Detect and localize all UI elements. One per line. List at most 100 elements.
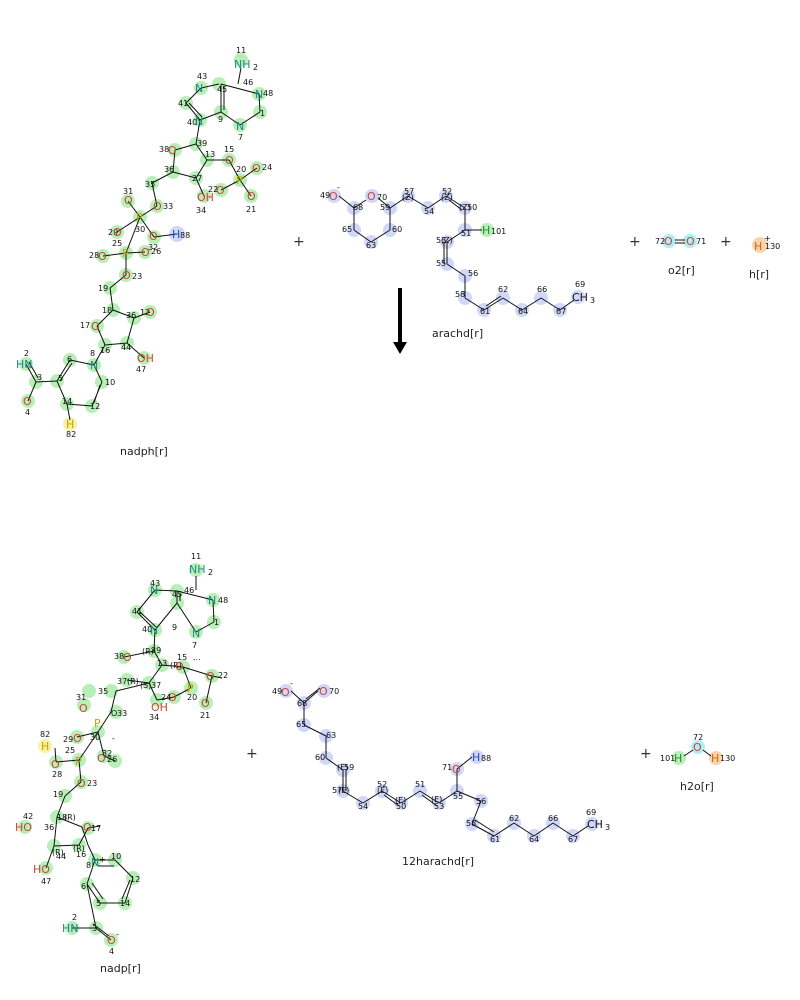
svg-text:OH: OH [151, 701, 168, 714]
svg-text:101: 101 [660, 754, 675, 763]
svg-text:67: 67 [556, 307, 566, 316]
svg-text:35: 35 [98, 687, 108, 696]
plus-sign: + [293, 234, 305, 250]
svg-text:OH: OH [197, 191, 214, 204]
svg-text:N: N [208, 594, 216, 607]
svg-text:NH: NH [234, 58, 251, 71]
svg-text:56: 56 [468, 269, 478, 278]
svg-text:31: 31 [76, 693, 86, 702]
svg-text:...: ... [193, 653, 201, 662]
svg-text:45: 45 [172, 590, 182, 599]
svg-text:56: 56 [476, 797, 486, 806]
svg-text:N: N [195, 82, 203, 95]
svg-text:70: 70 [377, 193, 387, 202]
svg-text:(R): (R) [142, 647, 154, 656]
svg-text:(E): (E) [431, 795, 442, 804]
svg-text:-: - [112, 734, 115, 743]
arachd-label: arachd[r] [432, 327, 483, 340]
svg-text:O: O [693, 741, 702, 754]
svg-text:2: 2 [24, 349, 29, 358]
svg-text:68: 68 [297, 699, 307, 708]
svg-text:O: O [367, 190, 376, 203]
svg-text:H: H [41, 740, 49, 753]
12harachd-structure: 49 O- 68 O 70 65 63 60 (E) 59 57 (E) 54 … [272, 679, 610, 844]
svg-text:O: O [23, 395, 32, 408]
svg-text:33: 33 [163, 202, 173, 211]
svg-text:CH: CH [572, 291, 588, 304]
svg-text:O: O [107, 934, 116, 947]
svg-text:O: O [664, 235, 673, 248]
proton-structure: H + 130 [752, 234, 780, 253]
svg-text:44: 44 [121, 343, 131, 352]
svg-text:62: 62 [509, 814, 519, 823]
svg-text:67: 67 [568, 835, 578, 844]
svg-text:32: 32 [148, 243, 158, 252]
svg-text:N: N [255, 88, 263, 101]
svg-text:6: 6 [81, 882, 86, 891]
svg-text:29: 29 [108, 228, 118, 237]
svg-text:H: H [754, 240, 762, 253]
svg-text:88: 88 [180, 231, 190, 240]
svg-text:HO: HO [15, 821, 32, 834]
svg-text:43: 43 [197, 72, 207, 81]
svg-text:O: O [329, 190, 338, 203]
svg-text:54: 54 [424, 207, 434, 216]
svg-text:N: N [91, 856, 99, 869]
svg-text:H: H [674, 752, 682, 765]
svg-text:12: 12 [140, 308, 150, 317]
svg-text:63: 63 [326, 731, 336, 740]
svg-text:7: 7 [238, 133, 243, 142]
svg-text:30: 30 [90, 733, 100, 742]
svg-text:36: 36 [44, 823, 54, 832]
svg-text:(E): (E) [395, 796, 406, 805]
h2o-label: h2o[r] [680, 780, 714, 793]
svg-text:35: 35 [145, 180, 155, 189]
svg-text:15: 15 [177, 653, 187, 662]
svg-text:3: 3 [37, 373, 42, 382]
svg-text:38: 38 [159, 145, 169, 154]
svg-text:4: 4 [25, 408, 30, 417]
svg-text:130: 130 [720, 754, 735, 763]
svg-text:24: 24 [262, 163, 272, 172]
svg-text:7: 7 [192, 641, 197, 650]
svg-text:65: 65 [342, 225, 352, 234]
svg-text:P: P [136, 211, 143, 224]
svg-text:NH: NH [189, 563, 206, 576]
h-label: h[r] [749, 268, 769, 281]
svg-text:N: N [150, 624, 158, 637]
svg-text:53: 53 [434, 802, 444, 811]
svg-text:CH: CH [587, 818, 603, 831]
svg-text:60: 60 [392, 225, 402, 234]
svg-text:O: O [123, 651, 132, 664]
svg-text:(E): (E) [377, 786, 388, 795]
reaction-arrow [393, 288, 407, 354]
svg-text:31: 31 [123, 187, 133, 196]
svg-text:39: 39 [151, 646, 161, 655]
svg-text:2: 2 [208, 568, 213, 577]
svg-text:9: 9 [218, 115, 223, 124]
svg-text:O: O [247, 190, 256, 203]
svg-text:48: 48 [218, 596, 228, 605]
svg-text:O: O [319, 685, 328, 698]
svg-text:O: O [452, 763, 461, 776]
svg-text:-: - [116, 930, 119, 939]
svg-text:O: O [281, 686, 290, 699]
svg-text:P: P [236, 174, 243, 187]
svg-text:12: 12 [130, 875, 140, 884]
svg-text:12: 12 [90, 402, 100, 411]
plus-sign: + [640, 746, 652, 762]
svg-text:20: 20 [187, 693, 197, 702]
svg-text:O: O [206, 670, 215, 683]
plus-sign: + [246, 746, 258, 762]
svg-text:130: 130 [765, 242, 780, 251]
svg-text:71: 71 [696, 237, 706, 246]
svg-text:40: 40 [187, 118, 197, 127]
svg-text:15: 15 [224, 145, 234, 154]
svg-text:(R): (R) [73, 844, 85, 853]
svg-text:6: 6 [67, 355, 72, 364]
svg-text:58: 58 [455, 290, 465, 299]
svg-text:64: 64 [529, 835, 539, 844]
svg-text:5: 5 [96, 899, 101, 908]
svg-text:49: 49 [272, 687, 282, 696]
